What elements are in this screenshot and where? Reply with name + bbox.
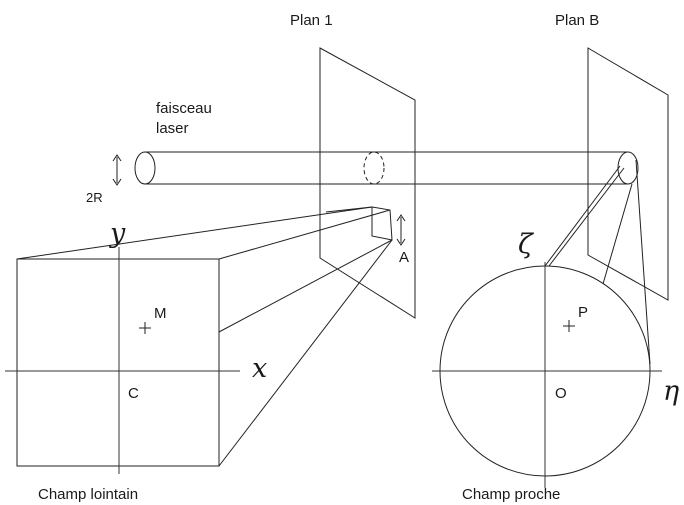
point-c-label: C [128, 385, 139, 402]
aperture-arrow [396, 214, 406, 246]
far-field-label: Champ lointain [38, 486, 138, 503]
plan-1-plane [319, 47, 416, 319]
point-m-marker [139, 322, 151, 334]
point-p-label: P [578, 304, 588, 321]
beam-plan1-crossing [363, 151, 385, 185]
beam-label-line2: laser [156, 120, 189, 137]
beam-entry-ellipse [134, 151, 156, 185]
y-axis-label: y [109, 218, 126, 249]
radius-label: 2R [86, 190, 103, 205]
far-field-square [16, 258, 220, 467]
beam-planB-section [617, 151, 639, 185]
radius-arrow [112, 154, 122, 186]
eta-axis-label: η [663, 376, 679, 407]
x-axis-label: x [252, 353, 267, 384]
near-field-projection [544, 159, 651, 365]
plan-b-plane [587, 47, 669, 301]
aperture-label: A [399, 249, 409, 266]
laser-beam [134, 151, 639, 185]
plan-1-label: Plan 1 [290, 12, 333, 29]
beam-label-line1: faisceau [156, 100, 212, 117]
far-field-projection [16, 206, 393, 467]
zeta-axis-label: ζ [518, 229, 534, 260]
plan-b-label: Plan B [555, 12, 599, 29]
point-p-marker [563, 320, 575, 332]
point-m-label: M [154, 305, 167, 322]
point-o-label: O [555, 385, 567, 402]
near-field-label: Champ proche [462, 486, 560, 503]
